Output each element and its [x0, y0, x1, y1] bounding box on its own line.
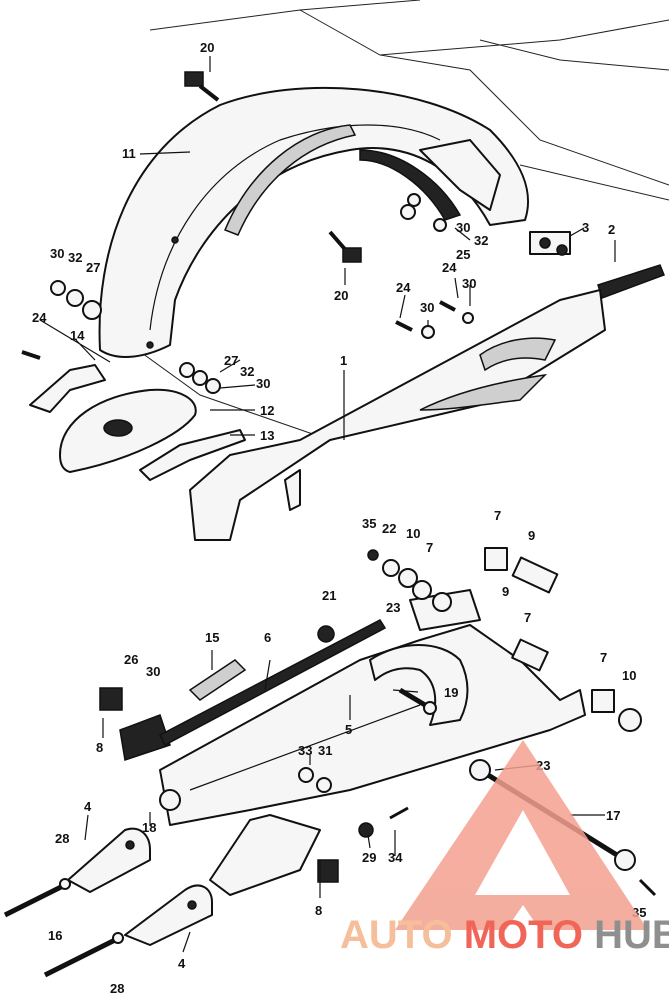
label-26: 26 [124, 652, 138, 667]
guard-15 [188, 659, 247, 701]
label-8: 8 [315, 903, 322, 918]
label-3: 3 [582, 220, 589, 235]
bolt-20-middle [328, 230, 362, 263]
label-22: 22 [382, 521, 396, 536]
bolt-20-top [184, 71, 220, 102]
label-29: 29 [362, 850, 376, 865]
long-bolts [3, 806, 657, 978]
label-23: 23 [386, 600, 400, 615]
chain-adjuster-3 [529, 231, 571, 256]
label-8: 8 [96, 740, 103, 755]
label-4: 4 [178, 956, 186, 971]
plate-8 [99, 687, 339, 896]
label-10: 10 [622, 668, 636, 683]
label-32: 32 [474, 233, 488, 248]
label-7: 7 [494, 508, 501, 523]
swing-arm [119, 589, 586, 826]
label-10: 10 [406, 526, 420, 541]
label-30: 30 [420, 300, 434, 315]
label-4: 4 [84, 799, 92, 814]
label-7: 7 [600, 650, 607, 665]
label-24: 24 [396, 280, 411, 295]
label-19: 19 [444, 685, 458, 700]
label-15: 15 [205, 630, 219, 645]
washers-left [50, 280, 221, 394]
label-9: 9 [502, 584, 509, 599]
label-31: 31 [318, 743, 332, 758]
rear-fender [98, 86, 530, 358]
label-11: 11 [122, 146, 136, 161]
label-20: 20 [200, 40, 214, 55]
label-32: 32 [240, 364, 254, 379]
label-5: 5 [345, 722, 352, 737]
watermark: AUTO MOTO HUB [340, 740, 669, 957]
label-30: 30 [256, 376, 270, 391]
rear-axle-2 [597, 264, 665, 299]
watermark-hub: HUB [594, 913, 669, 957]
label-12: 12 [260, 403, 274, 418]
label-17: 17 [606, 808, 620, 823]
label-32: 32 [68, 250, 82, 265]
watermark-auto: AUTO [340, 913, 453, 957]
label-21: 21 [322, 588, 336, 603]
reflector-bracket-13 [139, 429, 246, 481]
bolt-19 [398, 687, 437, 715]
watermark-moto: MOTO [464, 913, 583, 957]
label-30: 30 [146, 664, 160, 679]
label-33: 33 [298, 743, 312, 758]
callout-labels: 20 11 20 30 25 32 3 2 24 24 30 30 30 32 … [32, 40, 646, 996]
label-9: 9 [528, 528, 535, 543]
adjuster-plate-4-top [67, 827, 151, 893]
label-13: 13 [260, 428, 274, 443]
label-30: 30 [50, 246, 64, 261]
label-28: 28 [55, 831, 69, 846]
label-28: 28 [110, 981, 124, 996]
label-35: 35 [362, 516, 376, 531]
leader-lines [39, 56, 616, 953]
label-2: 2 [608, 222, 615, 237]
washers-right [395, 193, 474, 339]
label-24: 24 [442, 260, 457, 275]
label-34: 34 [388, 850, 403, 865]
label-7: 7 [426, 540, 433, 555]
svg-text:AUTO MOTO HUB: AUTO MOTO HUB [340, 913, 669, 957]
chain-guard-6 [158, 619, 387, 747]
label-20: 20 [334, 288, 348, 303]
label-27: 27 [224, 353, 238, 368]
adjuster-plate-4-bottom [124, 884, 213, 946]
label-27: 27 [86, 260, 100, 275]
label-30: 30 [462, 276, 476, 291]
label-6: 6 [264, 630, 271, 645]
bracket-14 [21, 350, 106, 413]
reflector-12 [59, 388, 197, 473]
watermark-triangle-icon [395, 740, 648, 930]
label-18: 18 [142, 820, 156, 835]
bushings [298, 547, 642, 838]
label-24: 24 [32, 310, 47, 325]
chain-case [189, 289, 606, 541]
label-1: 1 [340, 353, 347, 368]
label-7: 7 [524, 610, 531, 625]
label-30: 30 [456, 220, 470, 235]
label-14: 14 [70, 328, 85, 343]
label-25: 25 [456, 247, 470, 262]
label-16: 16 [48, 928, 62, 943]
